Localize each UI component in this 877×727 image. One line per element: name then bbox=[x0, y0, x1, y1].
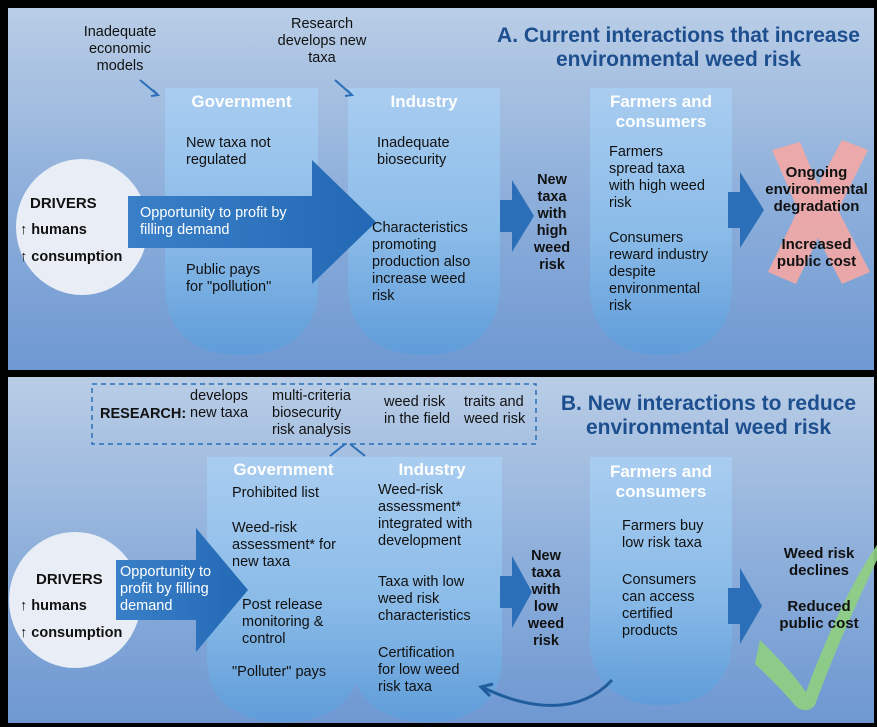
panel-a-note-left: Inadequate economic models bbox=[83, 24, 157, 74]
panel-b-drivers-label: DRIVERS bbox=[36, 571, 103, 588]
panel-a-government-item-2: Public pays for "pollution" bbox=[186, 262, 272, 295]
panel-a-government-header: Government bbox=[191, 92, 292, 111]
panel-b-government-item-2: Weed-risk assessment* for new taxa bbox=[232, 520, 336, 570]
panel-b-research-item-2: multi-criteria biosecurity risk analysis bbox=[272, 388, 351, 438]
panel-b-farmers-header: Farmers and consumers bbox=[609, 462, 713, 501]
panel-a-arrow-to-new-taxa bbox=[500, 180, 534, 252]
panel-b-farmers-item-2: Consumers can access certified products bbox=[622, 572, 697, 639]
panel-b-new-taxa: New taxa with low weed risk bbox=[527, 548, 565, 649]
panel-a-new-taxa: New taxa with high weed risk bbox=[533, 172, 571, 273]
panel-a-farmers-shape bbox=[590, 88, 732, 355]
panel-b-research-label: RESEARCH: bbox=[100, 406, 187, 422]
panel-b-drivers-humans: ↑ humans bbox=[20, 598, 87, 614]
panel-b-industry-header: Industry bbox=[398, 460, 466, 479]
panel-a-drivers-humans: ↑ humans bbox=[20, 222, 87, 238]
panel-b-government-item-4: "Polluter" pays bbox=[232, 664, 327, 680]
panel-b-research-item-3: weed risk in the field bbox=[384, 394, 451, 427]
panel-b-arrow-to-outcome bbox=[728, 568, 762, 644]
panel-a-outcome-cost: Increased public cost bbox=[776, 236, 857, 270]
panel-b-arrow-to-new-taxa bbox=[500, 556, 532, 628]
panel-a-drivers-circle bbox=[16, 159, 148, 295]
panel-a-industry-item-2: Characteristics promoting production als… bbox=[372, 220, 471, 304]
panel-a-drivers-label: DRIVERS bbox=[30, 195, 97, 212]
panel-a-outcome-degradation: Ongoing environmental degradation bbox=[765, 164, 868, 215]
panel-a-title: A. Current interactions that increase en… bbox=[497, 24, 860, 71]
panel-a-industry-item-1: Inadequate biosecurity bbox=[377, 135, 450, 168]
panel-b-industry-item-2: Taxa with low weed risk characteristics bbox=[378, 574, 471, 624]
panel-b-research-item-4: traits and weed risk bbox=[464, 394, 526, 427]
panel-a-industry-shape bbox=[348, 88, 500, 355]
panel-b-industry-shape bbox=[352, 457, 502, 722]
panel-b-drivers-circle bbox=[9, 532, 141, 668]
panel-b-feedback-arrow bbox=[483, 678, 614, 707]
panel-b-drivers-consumption: ↑ consumption bbox=[20, 625, 123, 641]
panel-a-industry-header: Industry bbox=[390, 92, 458, 111]
panel-a-government-item-1: New taxa not regulated bbox=[186, 135, 271, 168]
panel-a-arrow-to-outcome bbox=[728, 172, 764, 248]
panel-b-opportunity-text: Opportunity to profit by filling demand bbox=[120, 564, 212, 614]
panel-b-government-shape bbox=[207, 457, 360, 722]
panel-b-research-connector-ind bbox=[349, 443, 366, 457]
panel-a-outcome-x-mark bbox=[768, 140, 870, 284]
panel-b-outcome-declines: Weed risk declines bbox=[783, 545, 855, 579]
panel-a-note-right: Research develops new taxa bbox=[277, 16, 367, 66]
panel-b-farmers-shape bbox=[590, 457, 732, 705]
panel-a-drivers-consumption: ↑ consumption bbox=[20, 249, 123, 265]
panel-a-farmers-item-2: Consumers reward industry despite enviro… bbox=[609, 230, 709, 314]
panel-a-farmers-item-1: Farmers spread taxa with high weed risk bbox=[609, 144, 705, 211]
panel-a-opportunity-text: Opportunity to profit by filling demand bbox=[140, 205, 287, 238]
panel-b-research-item-1: develops new taxa bbox=[190, 388, 249, 421]
panel-b-outcome-check-mark bbox=[755, 545, 877, 711]
panel-a-opportunity-arrow bbox=[128, 160, 376, 284]
panel-b-government-item-3: Post release monitoring & control bbox=[242, 597, 324, 647]
panel-a-farmers-header: Farmers and consumers bbox=[609, 92, 713, 131]
panel-b-farmers-item-1: Farmers buy low risk taxa bbox=[622, 518, 704, 551]
panel-b-industry-item-1: Weed-risk assessment* integrated with de… bbox=[378, 482, 473, 549]
panel-b-title: B. New interactions to reduce environmen… bbox=[560, 392, 857, 439]
panel-b-opportunity-arrow bbox=[116, 528, 248, 652]
panel-b-government-item-1: Prohibited list bbox=[232, 485, 320, 501]
panel-b-outcome-cost: Reduced public cost bbox=[779, 598, 859, 632]
panel-b-industry-item-3: Certification for low weed risk taxa bbox=[378, 645, 460, 695]
panel-b-government-header: Government bbox=[233, 460, 334, 479]
panel-b-research-connector-gov bbox=[329, 443, 346, 457]
